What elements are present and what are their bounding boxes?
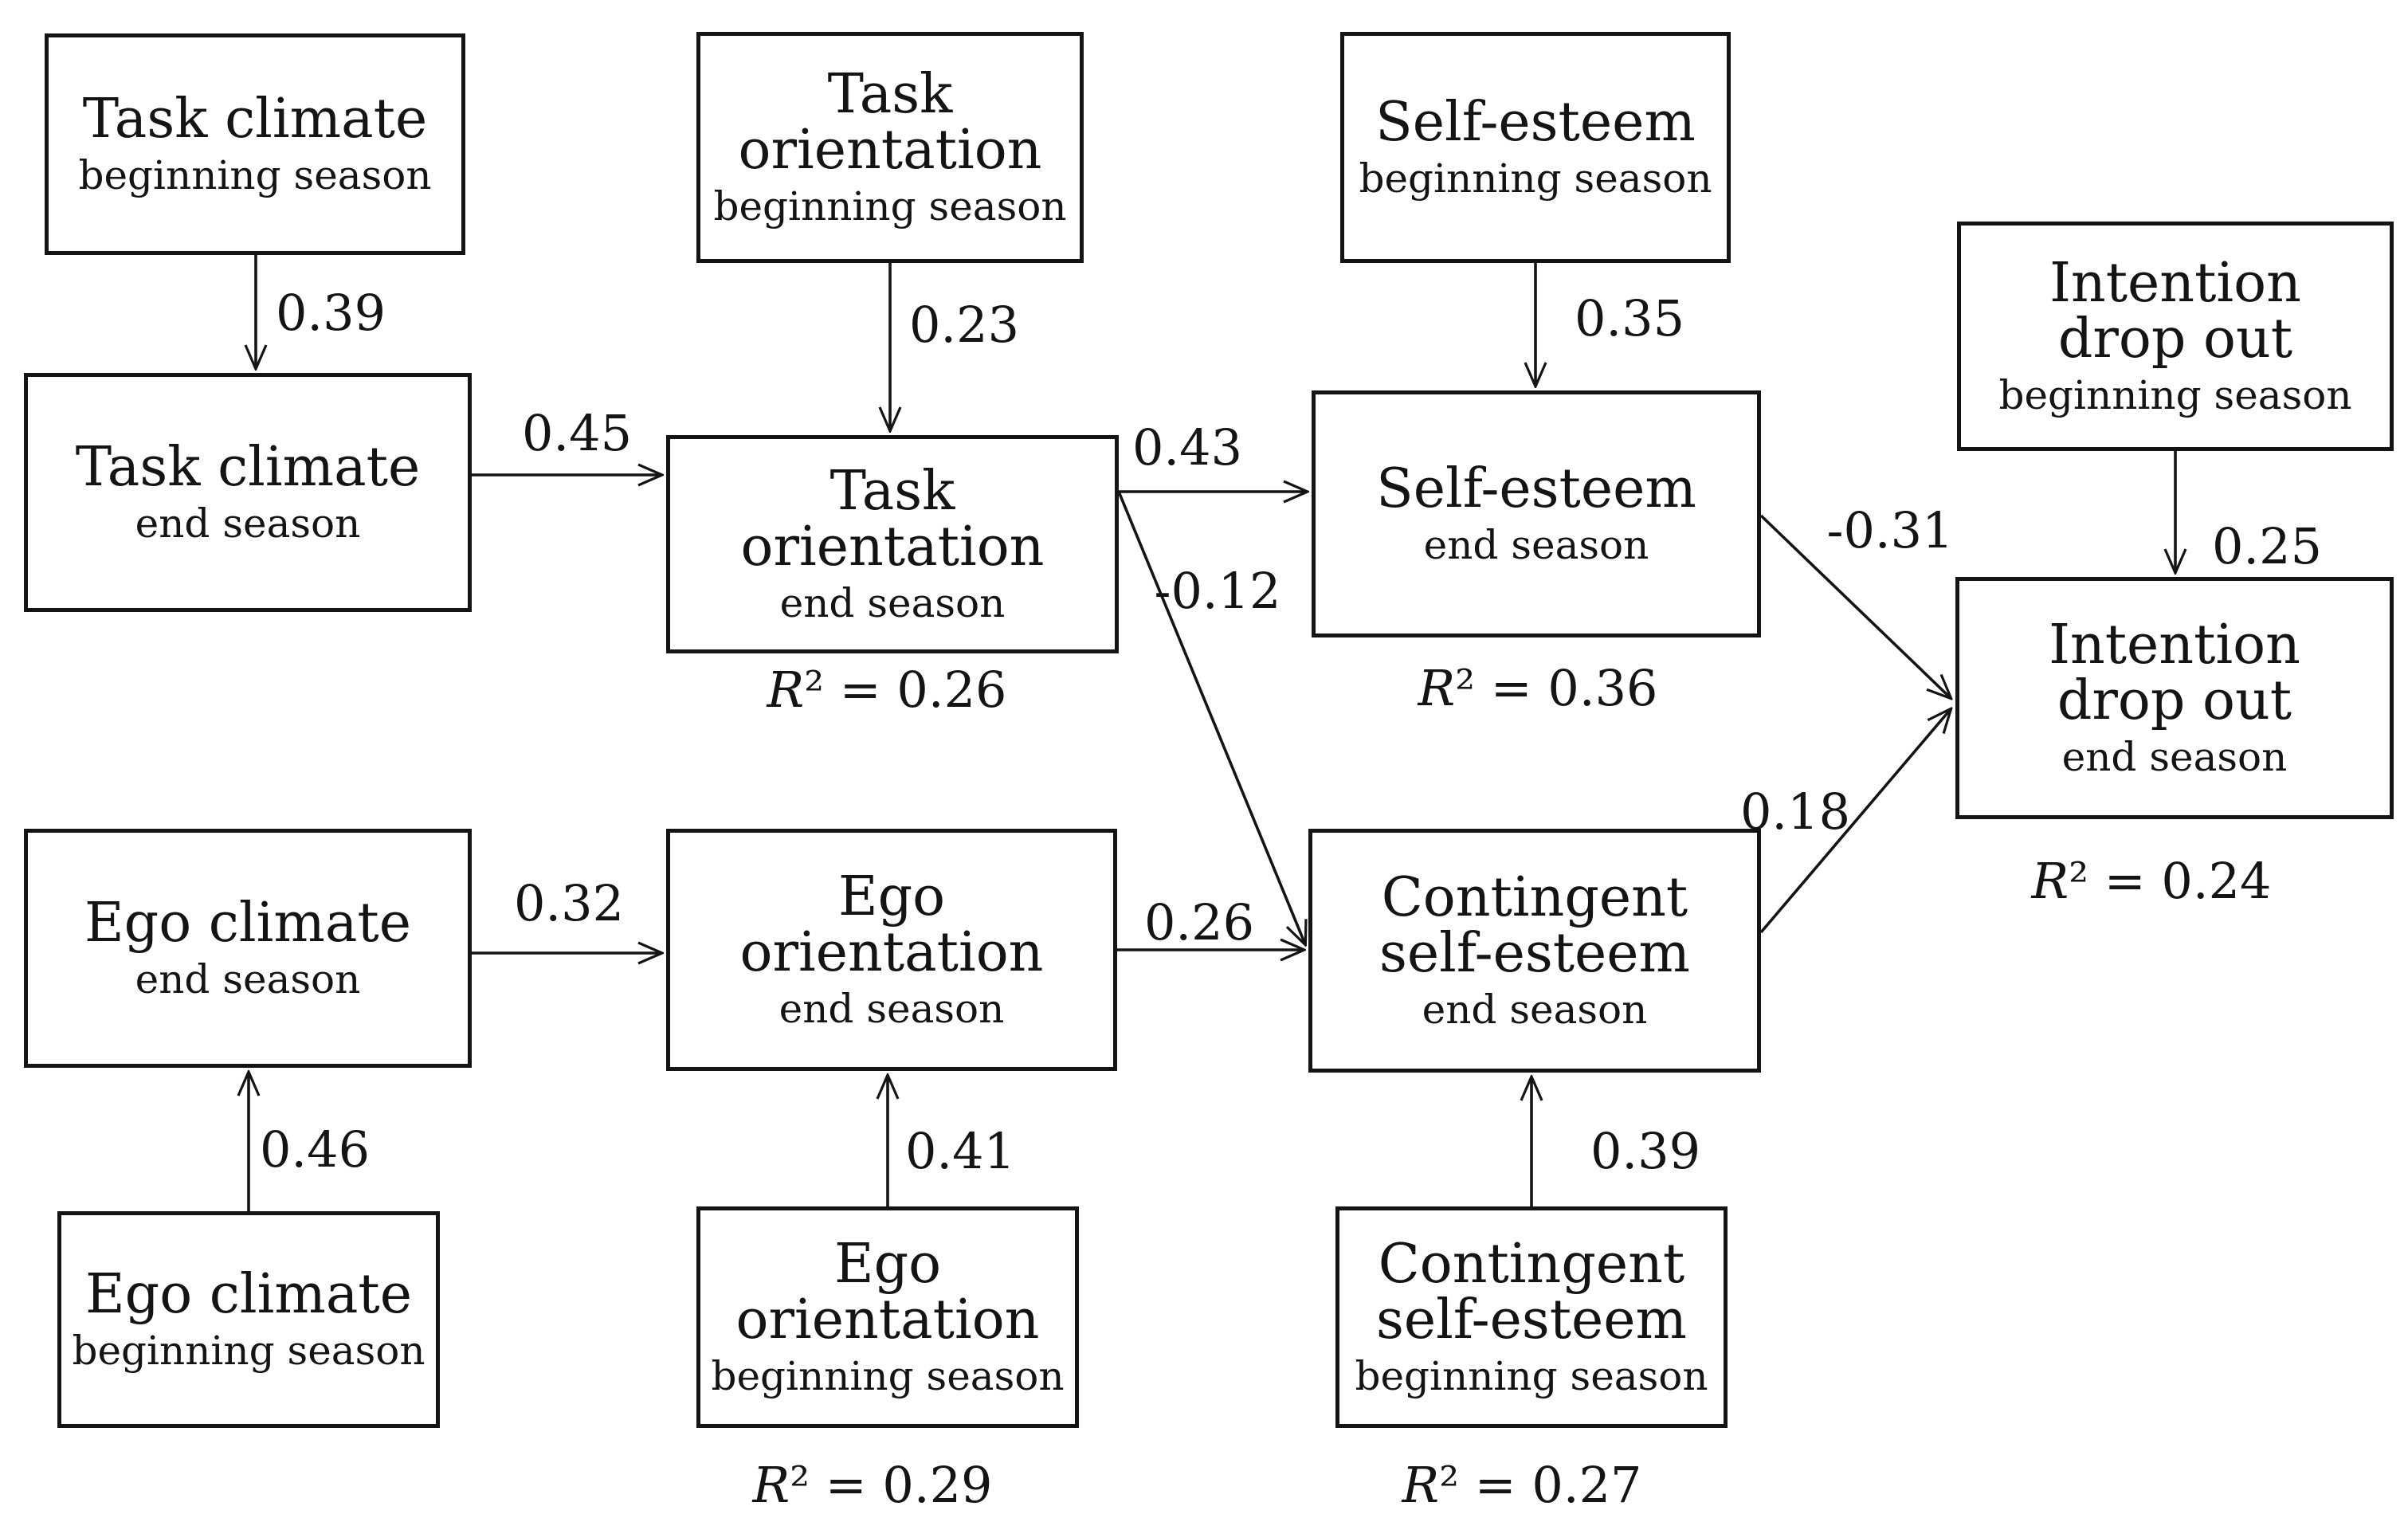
node-title-line: Self-esteem [1376, 457, 1696, 521]
coefficient-label-task-orientation-to-self-esteem: 0.43 [1131, 418, 1243, 477]
node-subtitle: end season [2061, 734, 2288, 781]
node-title: Self-esteem [1375, 91, 1696, 155]
r2-ego-orientation-beginning: R² = 0.29 [752, 1456, 993, 1514]
coefficient-label-task-orientation-to-contingent: -0.12 [1154, 562, 1281, 620]
node-title-line: orientation [735, 1288, 1040, 1351]
node-title-line: orientation [740, 515, 1045, 579]
node-title-line: orientation [739, 920, 1044, 984]
node-subtitle: beginning season [72, 1328, 426, 1375]
coefficient-label-ego-orientation-stability: 0.41 [904, 1122, 1016, 1180]
node-title-line: Intention [2049, 252, 2301, 316]
node-title-line: Task climate [75, 436, 421, 500]
r2-intention-drop-out-end: R² = 0.24 [2031, 852, 2272, 910]
node-title-line: drop out [2057, 307, 2293, 371]
coefficient-label-ego-climate-stability: 0.46 [259, 1120, 371, 1179]
coefficient-label-ego-climate-to-ego-orientation: 0.32 [513, 874, 625, 932]
node-title-line: Contingent [1381, 866, 1688, 930]
node-subtitle: end season [1423, 522, 1649, 569]
node-title-line: Intention [2049, 614, 2300, 677]
node-subtitle: end season [135, 500, 361, 547]
node-subtitle: end season [1422, 987, 1648, 1034]
node-title-line: Self-esteem [1375, 91, 1696, 155]
r2-contingent-beginning: R² = 0.27 [1402, 1456, 1642, 1514]
coefficient-label-contingent-to-intention: 0.18 [1739, 783, 1851, 841]
node-title-line: Contingent [1378, 1233, 1685, 1296]
node-subtitle: end season [135, 956, 361, 1003]
path-arrow-contingent-to-intention [1759, 709, 1951, 934]
node-title: Ego climate [84, 896, 411, 951]
node-subtitle: beginning season [1359, 155, 1712, 202]
node-subtitle: beginning season [713, 183, 1067, 230]
node-title-line: Task [829, 460, 955, 524]
node-title-line: drop out [2057, 669, 2292, 732]
node-subtitle: end season [778, 986, 1005, 1033]
node-title-line: Ego [837, 865, 946, 929]
node-title: Self-esteem [1376, 457, 1696, 521]
node-subtitle: beginning season [1355, 1353, 1708, 1400]
node-task-climate-beginning: Task climate beginning season [45, 33, 465, 255]
coefficient-label-contingent-stability: 0.39 [1590, 1122, 1701, 1180]
node-subtitle: beginning season [711, 1353, 1065, 1400]
node-title-line: self-esteem [1375, 1288, 1688, 1351]
node-title: Ego climate [85, 1263, 412, 1327]
path-arrow-self-esteem-to-intention [1759, 514, 1951, 698]
node-title-line: Task [827, 63, 953, 127]
node-title-line: Ego climate [84, 892, 411, 955]
r2-self-esteem-end: R² = 0.36 [1418, 659, 1658, 717]
node-subtitle: beginning season [1998, 372, 2352, 419]
node-title: Task climate [83, 92, 428, 147]
node-subtitle: end season [779, 580, 1006, 627]
node-title-line: Ego climate [85, 1263, 412, 1327]
coefficient-label-self-esteem-stability: 0.35 [1574, 289, 1685, 347]
coefficient-label-self-esteem-to-intention: -0.31 [1826, 501, 1954, 559]
node-title: Task climate [75, 436, 421, 500]
node-title-line: orientation [738, 118, 1042, 182]
node-title-line: self-esteem [1379, 921, 1691, 985]
coefficient-label-task-climate-stability: 0.39 [275, 284, 386, 342]
r2-task-orientation-end: R² = 0.26 [767, 661, 1007, 719]
coefficient-label-task-orientation-stability: 0.23 [908, 296, 1020, 354]
coefficient-label-intention-drop-out-stability: 0.25 [2211, 517, 2323, 575]
node-title-line: Task climate [82, 88, 428, 151]
coefficient-label-task-climate-to-task-orientation: 0.45 [521, 404, 633, 462]
node-ego-climate-end: Ego climate end season [24, 829, 472, 1068]
coefficient-label-ego-orientation-to-contingent: 0.26 [1143, 893, 1255, 951]
path-arrow-task-orientation-to-contingent [1117, 491, 1305, 944]
node-title-line: Ego [833, 1233, 942, 1296]
node-subtitle: beginning season [78, 152, 432, 199]
